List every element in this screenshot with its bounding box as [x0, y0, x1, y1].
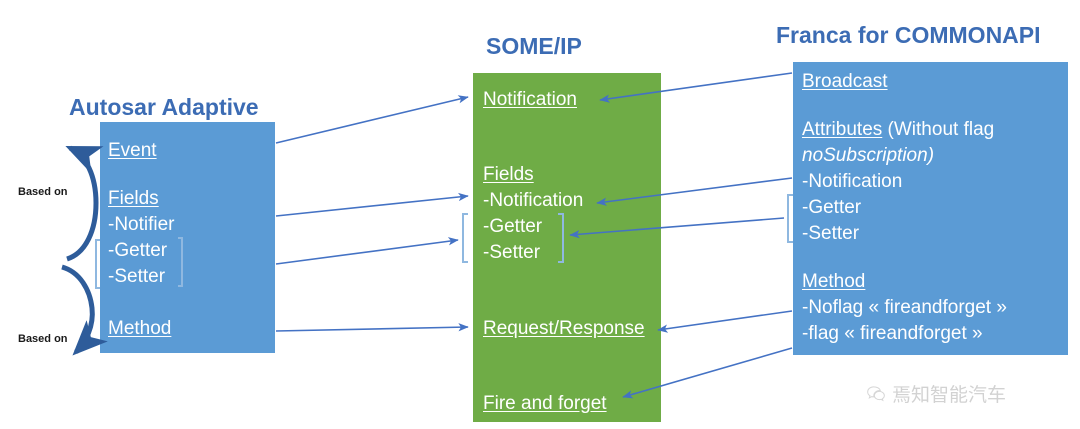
connector-noflag-to-request-response [657, 310, 793, 333]
based-on-curve-event [65, 145, 104, 262]
connector-getter-setter-to-getter-setter [275, 237, 459, 265]
entry-fields: Fields [108, 188, 159, 209]
entry-method: Method [108, 318, 172, 339]
connector-notifier-to-fields-notification [275, 192, 469, 217]
entry-request-response: Request/Response [483, 318, 645, 339]
someip-box: Notification Fields -Notification -Gette… [473, 73, 661, 422]
entry-noflag-fireandforget: -Noflag « fireandforget » [802, 297, 1007, 318]
title-autosar-adaptive: Autosar Adaptive [69, 94, 259, 120]
entry-getter: -Getter [483, 216, 543, 237]
entry-no-subscription: noSubscription) [802, 145, 935, 166]
entry-notifier: -Notifier [108, 214, 175, 235]
entry-setter: -Setter [483, 242, 541, 263]
watermark: 焉知智能汽车 [866, 380, 1006, 407]
connector-method-to-request-response [275, 323, 469, 332]
entry-attributes: Attributes (Without flag [802, 117, 994, 143]
entry-getter: -Getter [108, 240, 168, 261]
title-someip: SOME/IP [486, 33, 582, 59]
connector-event-to-notification [275, 95, 469, 144]
title-franca-for-commonapi: Franca for COMMONAPI [776, 22, 1041, 48]
entry-fields-notification: -Notification [483, 190, 584, 211]
entry-notification: -Notification [802, 171, 903, 192]
entry-flag-fireandforget: -flag « fireandforget » [802, 323, 983, 344]
entry-event: Event [108, 140, 157, 161]
based-on-label-event: Based on [18, 186, 68, 198]
entry-fields: Fields [483, 164, 534, 185]
entry-notification: Notification [483, 89, 577, 110]
entry-fire-and-forget: Fire and forget [483, 393, 607, 414]
entry-attributes-keyword: Attributes [802, 119, 883, 140]
watermark-text: 焉知智能汽车 [892, 385, 1007, 406]
entry-setter: -Setter [108, 266, 166, 287]
autosar-adaptive-box: Event Fields -Notifier -Getter -Setter M… [100, 122, 275, 353]
entry-attributes-qualifier: (Without flag [882, 119, 995, 140]
entry-broadcast: Broadcast [802, 71, 888, 92]
entry-method: Method [802, 271, 866, 292]
wechat-icon [866, 384, 886, 404]
based-on-label-method: Based on [18, 333, 68, 345]
entry-getter: -Getter [802, 197, 862, 218]
franca-commonapi-box: Broadcast Attributes (Without flag noSub… [793, 62, 1068, 355]
entry-setter: -Setter [802, 223, 860, 244]
